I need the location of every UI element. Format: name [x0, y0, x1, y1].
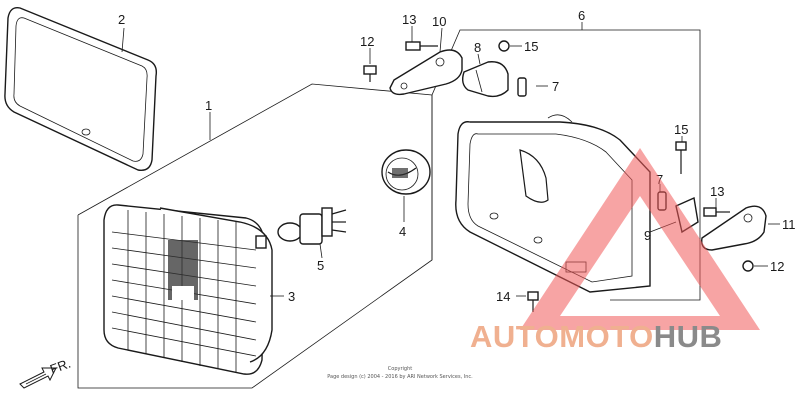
socket-cover [381, 149, 431, 195]
bolt-12-top [363, 65, 377, 82]
callout-2: 2 [118, 12, 125, 27]
bracket-left [389, 49, 463, 96]
front-arrow-icon [19, 367, 57, 389]
callout-13-top: 13 [402, 12, 416, 27]
callout-12-top: 12 [360, 34, 374, 49]
watermark-text-light: AUTOMOTO [470, 319, 654, 354]
callout-1: 1 [205, 98, 212, 113]
callout-4: 4 [399, 224, 406, 239]
rim-gasket [4, 7, 158, 171]
nut-12-side [742, 260, 754, 272]
callout-12-side: 12 [770, 259, 784, 274]
headlight-unit [103, 204, 273, 375]
callout-9: 9 [644, 228, 651, 243]
copyright-line-1: Copyright [388, 366, 412, 372]
callout-13-side: 13 [710, 184, 724, 199]
callout-3: 3 [288, 289, 295, 304]
bolt-13-top [405, 41, 438, 51]
case-group-outline [431, 29, 701, 301]
copyright-line-2: Page design (c) 2004 - 2016 by ARI Netwo… [327, 374, 473, 380]
callout-15-side: 15 [674, 122, 688, 137]
callout-10: 10 [432, 14, 446, 29]
callout-15-top: 15 [524, 39, 538, 54]
nut-15-top [498, 40, 510, 52]
watermark-text: AUTOMOTOHUB [470, 319, 722, 354]
callout-11: 11 [782, 217, 796, 232]
callout-8: 8 [474, 40, 481, 55]
clamp [461, 61, 509, 98]
bolt-14 [527, 291, 539, 312]
bolt-15-side [675, 141, 687, 174]
bulb [277, 207, 347, 245]
callout-14: 14 [496, 289, 510, 304]
front-marker-label: FR. [48, 356, 73, 377]
bolt-13-side [703, 207, 730, 217]
watermark-logo [520, 148, 760, 330]
pin-7-top [517, 77, 527, 97]
callout-7-top: 7 [552, 79, 559, 94]
watermark-text-dark: HUB [654, 319, 723, 354]
callout-6: 6 [578, 8, 585, 23]
callout-5: 5 [317, 258, 324, 273]
